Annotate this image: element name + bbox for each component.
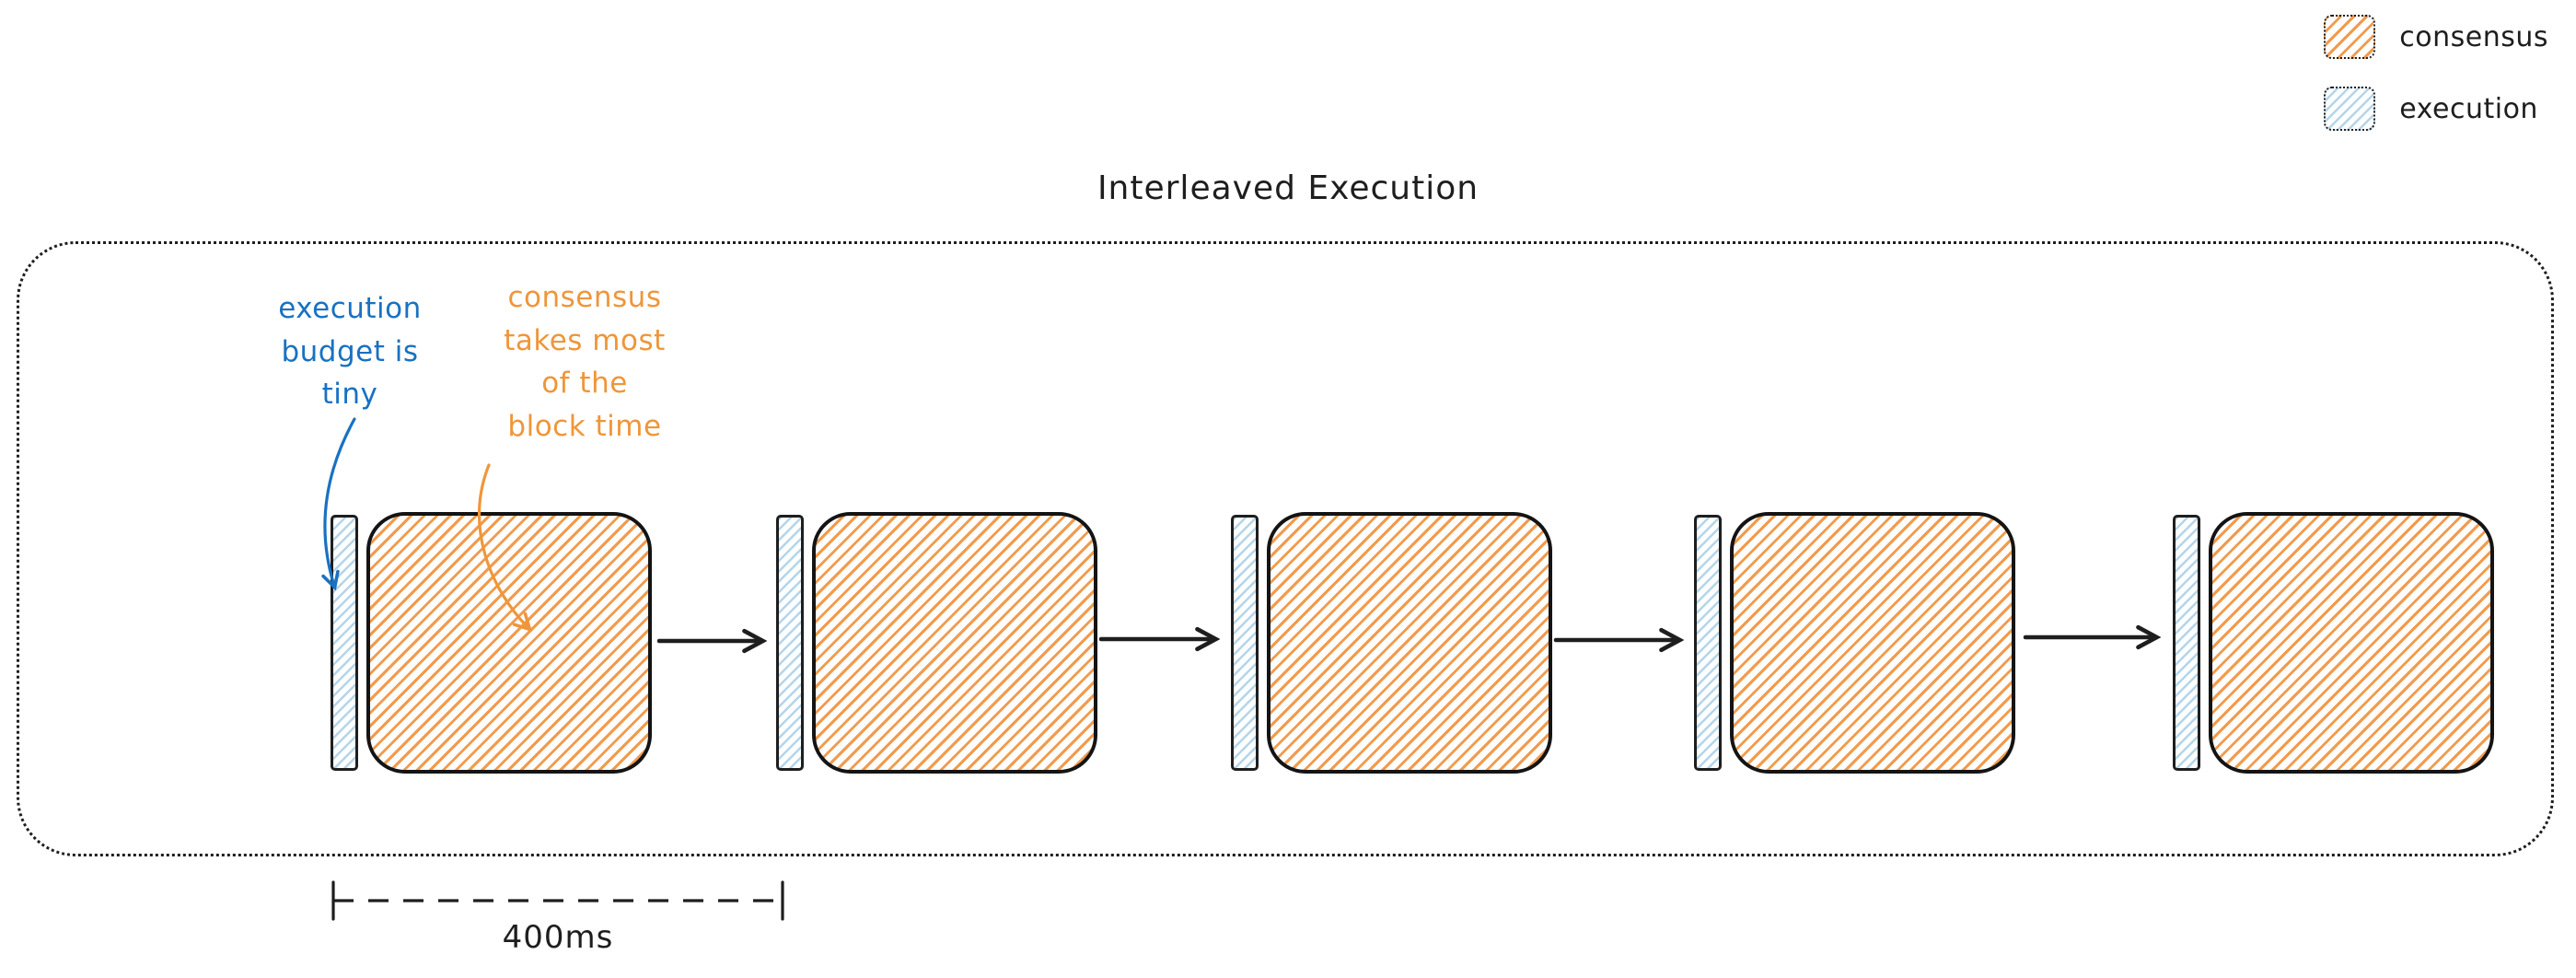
execution-note: execution budget is tiny: [278, 292, 422, 411]
execution-bar: [331, 515, 358, 771]
block-unit-1: [331, 512, 652, 774]
consensus-block: [2209, 512, 2494, 774]
consensus-note: consensus takes most of the block time: [504, 281, 666, 443]
duration-label: 400ms: [502, 919, 614, 956]
consensus-swatch-icon: [2324, 15, 2376, 59]
execution-bar: [1231, 515, 1259, 771]
legend-label-consensus: consensus: [2399, 20, 2548, 53]
block-unit-4: [1694, 512, 2015, 774]
legend: consensus execution: [2324, 15, 2548, 131]
execution-bar: [2173, 515, 2200, 771]
block-unit-2: [776, 512, 1097, 774]
execution-bar: [776, 515, 804, 771]
consensus-block: [812, 512, 1097, 774]
execution-swatch-icon: [2324, 87, 2376, 131]
diagram-title: Interleaved Execution: [1097, 169, 1479, 207]
legend-item-consensus: consensus: [2324, 15, 2548, 59]
legend-label-execution: execution: [2399, 92, 2538, 125]
diagram-frame: [17, 241, 2554, 856]
block-unit-5: [2173, 512, 2494, 774]
consensus-block: [366, 512, 652, 774]
consensus-block: [1267, 512, 1552, 774]
execution-bar: [1694, 515, 1722, 771]
duration-bracket: [331, 880, 784, 921]
block-unit-3: [1231, 512, 1552, 774]
consensus-block: [1730, 512, 2015, 774]
legend-item-execution: execution: [2324, 87, 2548, 131]
